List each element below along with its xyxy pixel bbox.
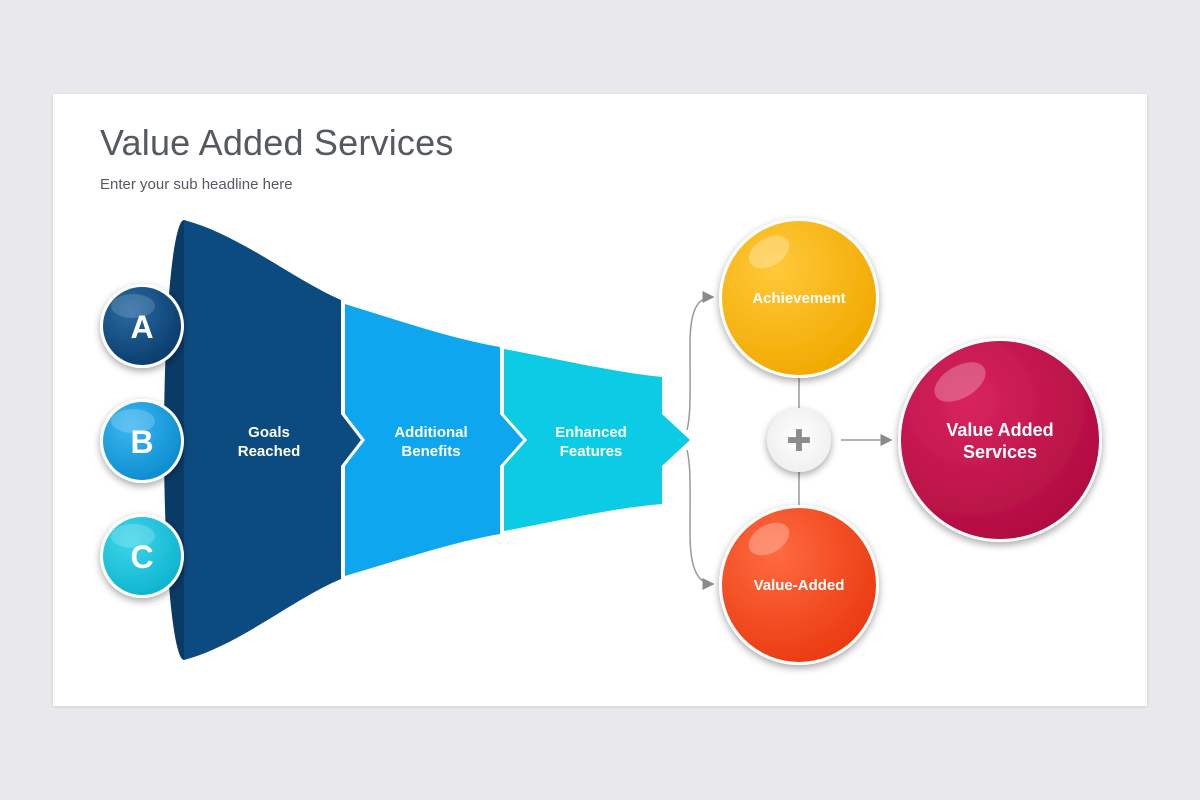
badge-c	[100, 514, 184, 598]
achievement-label: Achievement	[752, 290, 845, 307]
slide: Value Added Services Enter your sub head…	[53, 94, 1147, 706]
plus-circle	[767, 408, 831, 472]
stage-label-features: Features	[560, 443, 623, 460]
result-label-line1: Value Added	[946, 420, 1053, 440]
value-added-diagram: Goals Reached Additional Benefits Enhanc…	[100, 218, 1102, 665]
slide-title: Value Added Services	[100, 122, 454, 163]
stage-label-goals: Goals	[248, 424, 290, 441]
funnel-stage-enhanced-features	[504, 349, 690, 531]
value-added-circle	[719, 505, 879, 665]
value-added-label: Value-Added	[754, 577, 845, 594]
badge-a	[100, 284, 184, 368]
badge-b-letter: B	[130, 424, 153, 460]
stage-label-benefits: Benefits	[401, 443, 460, 460]
branch-connector-bottom	[686, 449, 715, 590]
funnel-stage-additional-benefits	[345, 304, 523, 576]
badge-c-letter: C	[130, 539, 153, 575]
branch-connector-top	[686, 291, 715, 431]
result-circle	[898, 338, 1102, 542]
slide-subtitle: Enter your sub headline here	[100, 176, 293, 193]
stage-label-additional: Additional	[394, 424, 467, 441]
funnel-stage-goals-reached	[184, 220, 361, 660]
stage-label-enhanced: Enhanced	[555, 424, 627, 441]
badge-a-letter: A	[130, 309, 153, 345]
result-label-line2: Services	[963, 442, 1037, 462]
plus-icon: ✚	[786, 425, 811, 458]
badge-b	[100, 399, 184, 483]
achievement-circle	[719, 218, 879, 378]
stage-label-reached: Reached	[238, 443, 301, 460]
